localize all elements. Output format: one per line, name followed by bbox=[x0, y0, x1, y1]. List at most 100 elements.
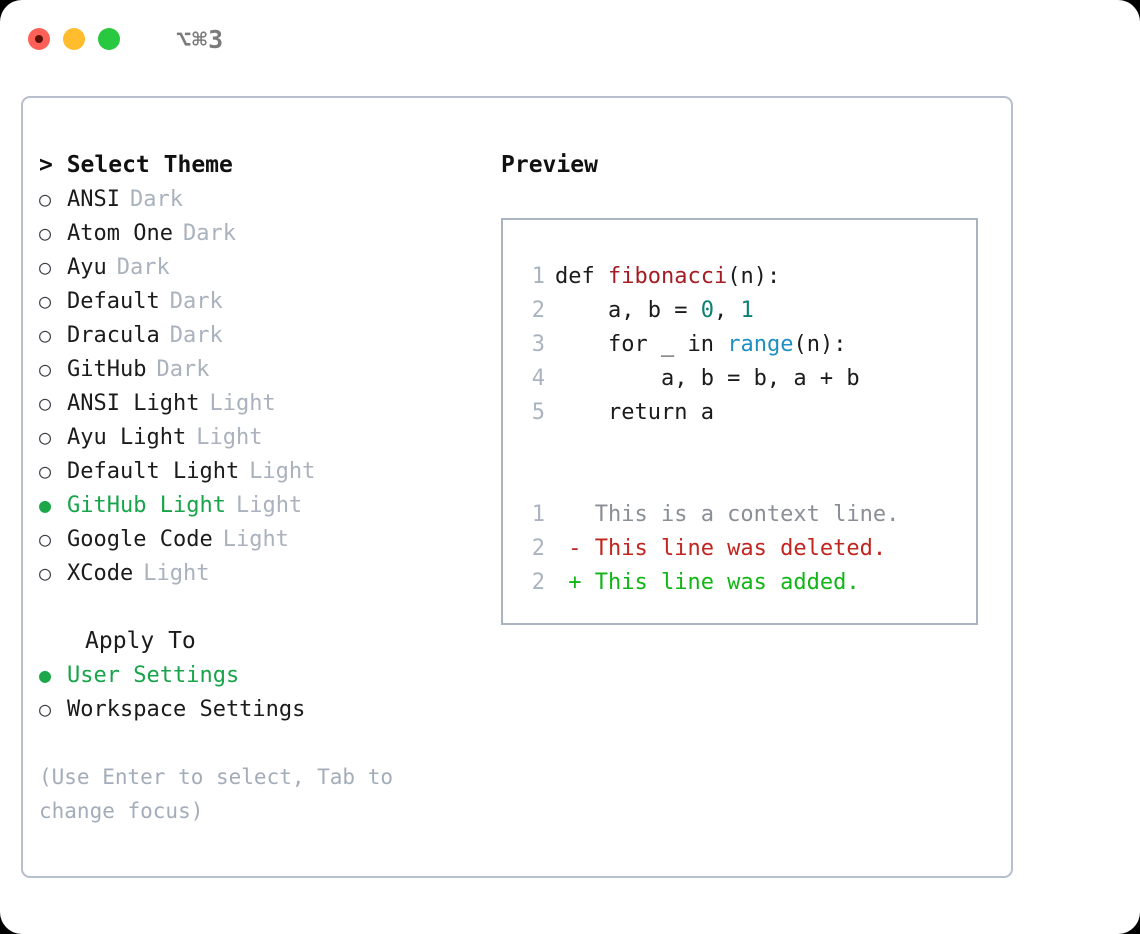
maximize-button[interactable] bbox=[98, 28, 120, 50]
radio-unselected-icon: ○ bbox=[39, 391, 52, 415]
help-text-line-2: change focus) bbox=[39, 799, 204, 823]
theme-option-label: ANSI Light bbox=[67, 391, 200, 416]
code-token: (n): bbox=[727, 264, 781, 289]
theme-variant-tag: Dark bbox=[169, 289, 223, 314]
radio-selected-icon: ● bbox=[39, 663, 52, 687]
radio-unselected-icon: ○ bbox=[39, 697, 52, 721]
diff-line-text: This is a context line. bbox=[555, 502, 900, 527]
radio-unselected-icon: ○ bbox=[39, 527, 52, 551]
code-token: a, b = b, a + b bbox=[555, 366, 860, 391]
theme-variant-tag: Light bbox=[143, 561, 210, 586]
code-line-text: a, b = 0, 1 bbox=[555, 294, 754, 328]
code-token: in bbox=[687, 332, 728, 357]
theme-option-label: Default Light bbox=[67, 459, 240, 484]
diff-line: 1 This is a context line. bbox=[503, 498, 976, 532]
diff-line-text: - This line was deleted. bbox=[555, 536, 887, 561]
apply-to-option-workspace-settings[interactable]: ○ Workspace Settings bbox=[39, 692, 499, 726]
line-number: 1 bbox=[531, 264, 545, 289]
radio-unselected-icon: ○ bbox=[39, 289, 52, 313]
help-text-line-1: (Use Enter to select, Tab to bbox=[39, 765, 394, 789]
code-token: , bbox=[713, 298, 741, 323]
code-line-text: a, b = b, a + b bbox=[555, 362, 860, 396]
code-token: for bbox=[555, 332, 661, 357]
theme-option-default-light[interactable]: ○ Default Light Light bbox=[39, 454, 499, 488]
theme-variant-tag: Light bbox=[222, 527, 289, 552]
radio-unselected-icon: ○ bbox=[39, 187, 52, 211]
code-diff-spacer-2 bbox=[503, 464, 976, 498]
theme-variant-tag: Light bbox=[196, 425, 263, 450]
theme-option-label: XCode bbox=[67, 561, 134, 586]
code-token: range bbox=[727, 332, 794, 357]
code-line: 3 for _ in range(n): bbox=[503, 328, 976, 362]
code-token: (n): bbox=[793, 332, 847, 357]
theme-option-ansi-light[interactable]: ○ ANSI Light Light bbox=[39, 386, 499, 420]
diff-line: 2 + This line was added. bbox=[503, 566, 976, 600]
theme-option-label: ANSI bbox=[67, 187, 120, 212]
theme-option-label: Atom One bbox=[67, 221, 173, 246]
close-button[interactable] bbox=[28, 28, 50, 50]
diff-line: 2 - This line was deleted. bbox=[503, 532, 976, 566]
theme-option-label: Default bbox=[67, 289, 160, 314]
radio-unselected-icon: ○ bbox=[39, 459, 52, 483]
theme-variant-tag: Light bbox=[209, 391, 276, 416]
code-token: return a bbox=[555, 400, 714, 425]
apply-to-heading: Apply To bbox=[85, 628, 196, 654]
theme-option-label: Ayu bbox=[67, 255, 107, 280]
code-token: 1 bbox=[740, 298, 754, 323]
theme-option-label: Dracula bbox=[67, 323, 160, 348]
line-number: 2 bbox=[531, 298, 545, 323]
radio-unselected-icon: ○ bbox=[39, 221, 52, 245]
minimize-button[interactable] bbox=[63, 28, 85, 50]
code-token: fibonacci bbox=[607, 264, 728, 289]
apply-to-option-label: User Settings bbox=[67, 663, 240, 688]
apply-to-option-label: Workspace Settings bbox=[67, 697, 306, 722]
radio-unselected-icon: ○ bbox=[39, 323, 52, 347]
line-number: 4 bbox=[531, 366, 545, 391]
theme-variant-tag: Dark bbox=[169, 323, 223, 348]
code-line: 2 a, b = 0, 1 bbox=[503, 294, 976, 328]
theme-option-dracula[interactable]: ○ Dracula Dark bbox=[39, 318, 499, 352]
code-line-text: for _ in range(n): bbox=[555, 328, 846, 362]
radio-unselected-icon: ○ bbox=[39, 561, 52, 585]
theme-option-label: GitHub bbox=[67, 357, 147, 382]
window-controls bbox=[28, 28, 120, 50]
theme-option-github[interactable]: ○ GitHub Dark bbox=[39, 352, 499, 386]
line-number: 1 bbox=[531, 502, 545, 527]
theme-variant-tag: Dark bbox=[156, 357, 210, 382]
line-number: 3 bbox=[531, 332, 545, 357]
code-token: a, b = bbox=[555, 298, 701, 323]
line-number: 2 bbox=[531, 536, 545, 561]
theme-option-xcode[interactable]: ○ XCode Light bbox=[39, 556, 499, 590]
line-number: 2 bbox=[531, 570, 545, 595]
code-token: 0 bbox=[700, 298, 714, 323]
help-spacer bbox=[39, 726, 499, 760]
theme-variant-tag: Dark bbox=[116, 255, 170, 280]
theme-option-label: GitHub Light bbox=[67, 493, 226, 518]
code-diff-spacer bbox=[503, 430, 976, 464]
code-line-text: def fibonacci(n): bbox=[555, 260, 780, 294]
line-number: 5 bbox=[531, 400, 545, 425]
code-line: 5 return a bbox=[503, 396, 976, 430]
apply-to-option-user-settings[interactable]: ● User Settings bbox=[39, 658, 499, 692]
radio-unselected-icon: ○ bbox=[39, 357, 52, 381]
theme-option-default[interactable]: ○ Default Dark bbox=[39, 284, 499, 318]
theme-variant-tag: Light bbox=[249, 459, 316, 484]
code-line: 4 a, b = b, a + b bbox=[503, 362, 976, 396]
code-line-text: return a bbox=[555, 396, 714, 430]
title-bar: ⌥⌘3 bbox=[0, 0, 1140, 78]
theme-variant-tag: Light bbox=[235, 493, 303, 518]
select-theme-heading: > Select Theme bbox=[39, 152, 233, 178]
